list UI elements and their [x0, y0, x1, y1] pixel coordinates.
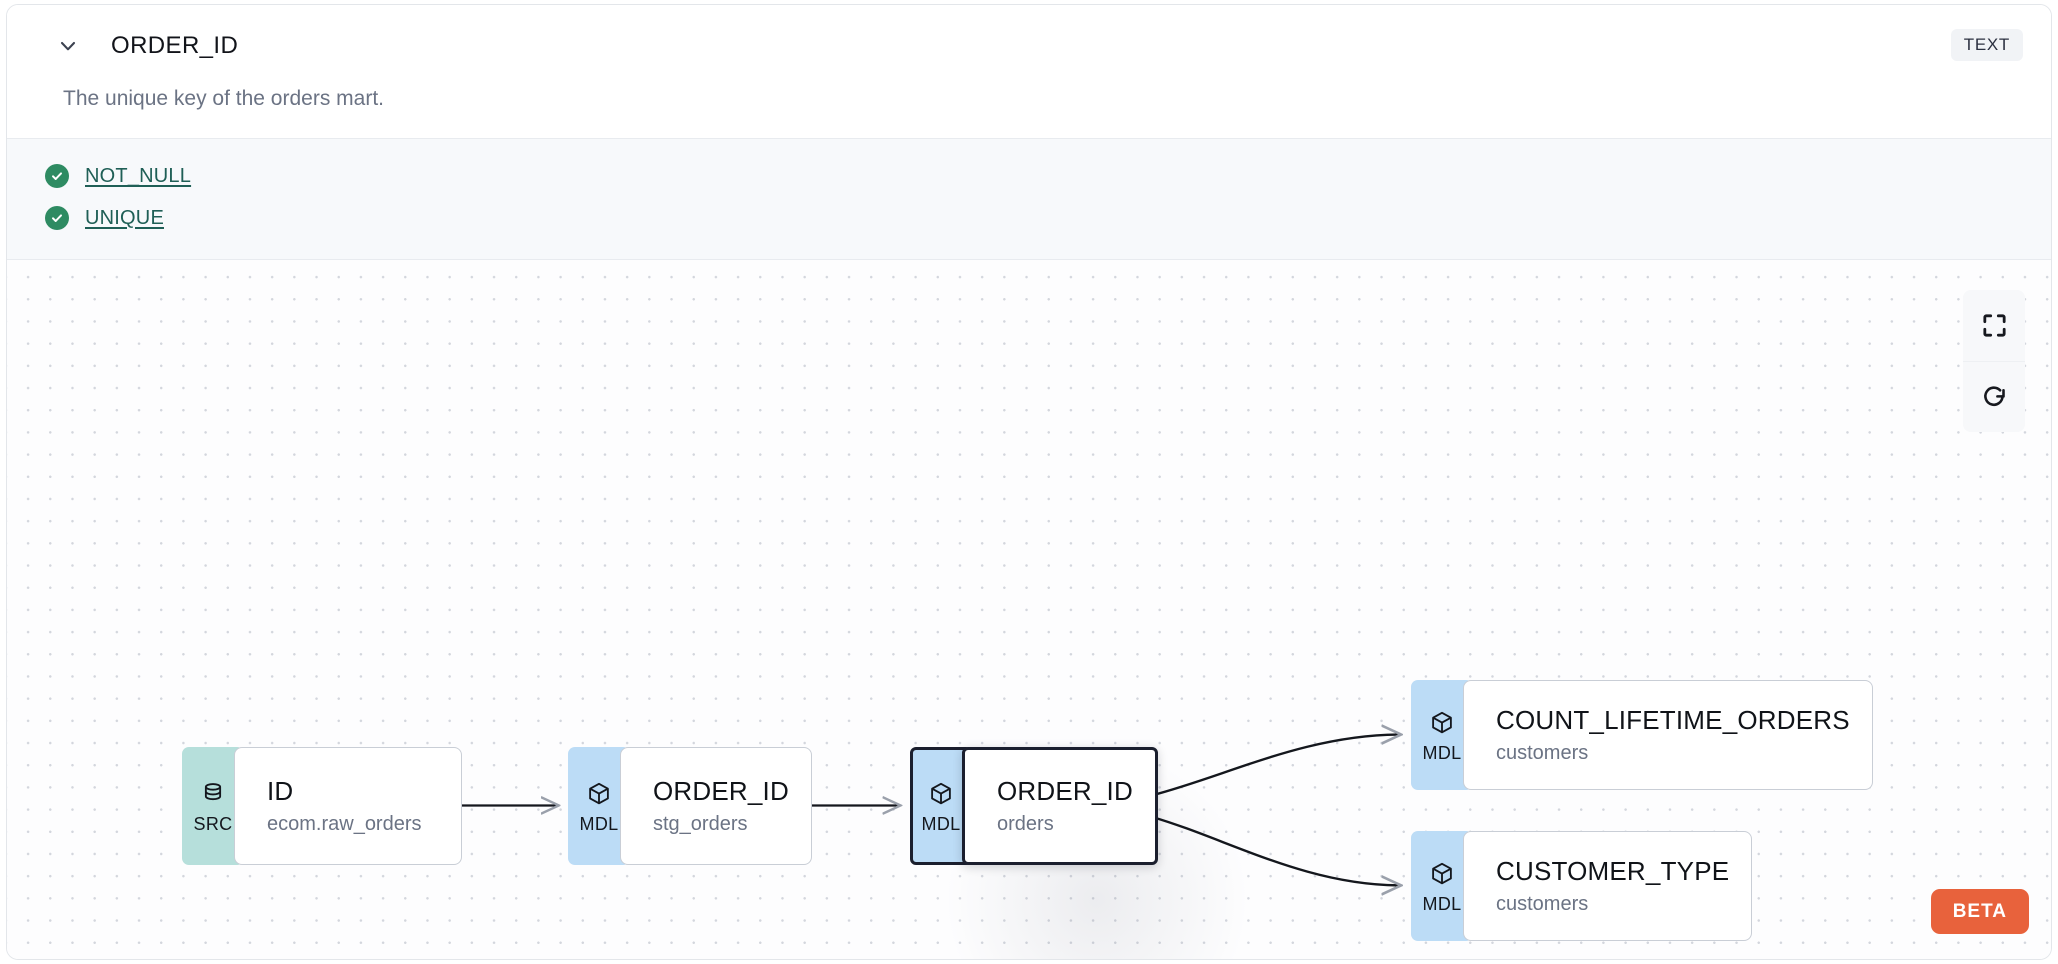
cube-icon [586, 781, 612, 812]
node-table-name: customers [1496, 892, 1589, 915]
title-row: ORDER_ID [35, 31, 2023, 61]
node-badge-label: MDL [921, 814, 961, 835]
check-circle-icon [45, 206, 69, 231]
node-body: ORDER_ID stg_orders [620, 747, 812, 866]
node-badge-label: MDL [579, 814, 619, 835]
node-body: CUSTOMER_TYPE customers [1463, 831, 1753, 942]
node-column-name: CUSTOMER_TYPE [1496, 855, 1730, 886]
check-circle-icon [45, 164, 69, 189]
node-table-name: stg_orders [653, 812, 748, 835]
reset-view-button[interactable] [1963, 361, 2025, 433]
test-row[interactable]: NOT_NULL [7, 155, 2051, 197]
node-table-name: customers [1496, 741, 1589, 764]
node-badge-src: SRC [182, 747, 244, 866]
test-row[interactable]: UNIQUE [7, 197, 2051, 239]
chevron-down-icon[interactable] [53, 31, 83, 61]
node-badge-mdl: MDL [1411, 831, 1473, 942]
column-header: ORDER_ID TEXT The unique key of the orde… [7, 5, 2051, 139]
beta-badge[interactable]: BETA [1930, 889, 2029, 934]
node-badge-mdl: MDL [568, 747, 630, 866]
lineage-node-src[interactable]: SRC ID ecom.raw_orders [182, 747, 462, 866]
fullscreen-icon [1981, 312, 2008, 339]
test-label[interactable]: UNIQUE [85, 206, 164, 229]
node-column-name: ORDER_ID [653, 775, 789, 806]
fit-view-button[interactable] [1963, 290, 2025, 362]
node-badge-label: MDL [1422, 743, 1462, 764]
node-table-name: orders [997, 812, 1054, 835]
node-column-name: ORDER_ID [997, 775, 1133, 806]
lineage-canvas[interactable]: SRC ID ecom.raw_orders MDL ORDE [7, 260, 2051, 959]
cube-icon [1429, 710, 1455, 741]
column-description: The unique key of the orders mart. [63, 87, 384, 110]
database-icon [200, 781, 226, 812]
canvas-controls [1963, 290, 2025, 433]
node-body: ID ecom.raw_orders [234, 747, 462, 866]
node-body: COUNT_LIFETIME_ORDERS customers [1463, 680, 1873, 791]
test-label[interactable]: NOT_NULL [85, 164, 192, 187]
node-badge-mdl: MDL [1411, 680, 1473, 791]
column-type-badge: TEXT [1950, 29, 2023, 61]
node-body: ORDER_ID orders [962, 747, 1158, 866]
column-detail-card: ORDER_ID TEXT The unique key of the orde… [6, 4, 2052, 960]
lineage-node-count-lifetime-orders[interactable]: MDL COUNT_LIFETIME_ORDERS customers [1411, 680, 1873, 791]
node-badge-label: SRC [193, 814, 233, 835]
node-badge-label: MDL [1422, 894, 1462, 915]
page-title: ORDER_ID [111, 32, 239, 59]
node-column-name: COUNT_LIFETIME_ORDERS [1496, 704, 1850, 735]
lineage-node-stg[interactable]: MDL ORDER_ID stg_orders [568, 747, 812, 866]
cube-icon [1429, 861, 1455, 892]
cube-icon [928, 781, 954, 812]
lineage-node-customer-type[interactable]: MDL CUSTOMER_TYPE customers [1411, 831, 1753, 942]
tests-section: NOT_NULL UNIQUE [7, 138, 2051, 261]
lineage-node-orders[interactable]: MDL ORDER_ID orders [910, 747, 1158, 866]
node-table-name: ecom.raw_orders [267, 812, 422, 835]
refresh-icon [1981, 384, 2008, 411]
node-column-name: ID [267, 775, 294, 806]
